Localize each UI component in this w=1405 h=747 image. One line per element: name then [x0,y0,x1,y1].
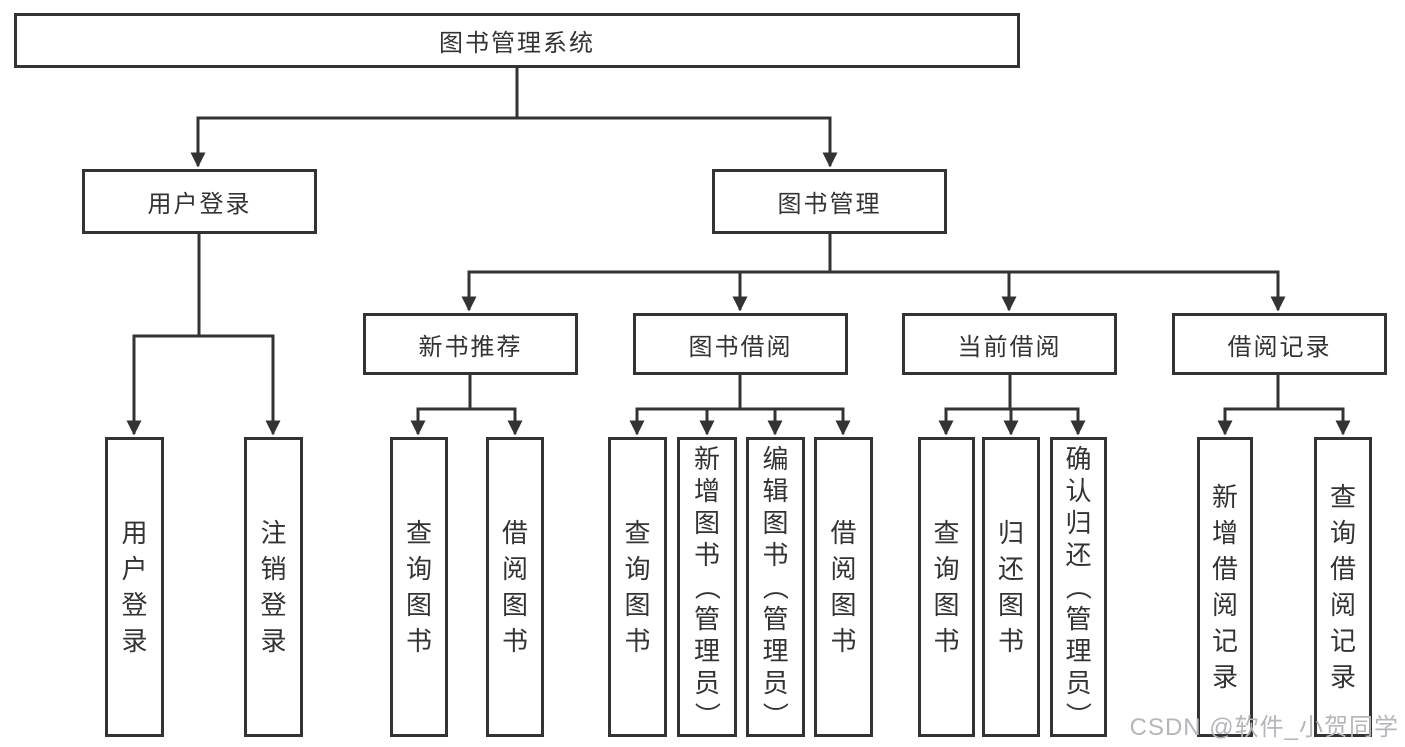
node-book-management: 图书管理 [712,169,947,234]
leaf-borrow-books-label: 借阅图书 [501,518,528,656]
node-new-book-recommend: 新书推荐 [363,313,578,375]
leaf-user-login-label: 用户登录 [121,518,148,656]
leaf-query-books: 查询图书 [390,437,448,737]
leaf-add-borrow-record-label: 新增借阅记录 [1211,482,1238,692]
csdn-watermark: CSDN @软件_小贺同学 [1129,714,1399,741]
leaf-confirm-return-admin-label: 确认归还（管理员） [1063,444,1094,729]
node-user-login-label: 用户登录 [147,191,252,218]
leaf-add-books-admin-label: 新增图书（管理员） [691,444,722,729]
leaf-logout-label: 注销登录 [260,518,287,656]
leaf-query-books-label: 查询图书 [933,518,960,656]
node-user-login: 用户登录 [82,169,317,234]
leaf-query-books: 查询图书 [918,437,975,737]
leaf-edit-books-admin: 编辑图书（管理员） [746,437,805,737]
leaf-borrow-books: 借阅图书 [486,437,544,737]
node-new-book-recommend-label: 新书推荐 [418,333,523,361]
leaf-query-books-label: 查询图书 [405,518,432,656]
leaf-logout: 注销登录 [244,437,303,737]
leaf-user-login: 用户登录 [105,437,164,737]
leaf-add-books-admin: 新增图书（管理员） [677,437,737,737]
leaf-borrow-books: 借阅图书 [814,437,873,737]
leaf-query-borrow-record: 查询借阅记录 [1314,437,1372,737]
leaf-query-borrow-record-label: 查询借阅记录 [1329,482,1356,692]
leaf-query-books-label: 查询图书 [624,518,651,656]
node-borrow-records-label: 借阅记录 [1227,333,1332,361]
leaf-return-books: 归还图书 [982,437,1040,737]
node-book-management-label: 图书管理 [777,191,882,218]
node-root: 图书管理系统 [14,13,1020,68]
node-root-label: 图书管理系统 [439,30,595,57]
node-borrow-records: 借阅记录 [1172,313,1387,375]
leaf-borrow-books-label: 借阅图书 [830,518,857,656]
leaf-query-books: 查询图书 [608,437,667,737]
node-current-borrow-label: 当前借阅 [957,333,1062,361]
node-book-borrow-label: 图书借阅 [688,333,793,361]
leaf-add-borrow-record: 新增借阅记录 [1197,437,1253,737]
node-current-borrow: 当前借阅 [902,313,1117,375]
leaf-return-books-label: 归还图书 [997,518,1024,656]
node-book-borrow: 图书借阅 [633,313,848,375]
leaf-confirm-return-admin: 确认归还（管理员） [1050,437,1107,737]
leaf-edit-books-admin-label: 编辑图书（管理员） [760,444,791,729]
